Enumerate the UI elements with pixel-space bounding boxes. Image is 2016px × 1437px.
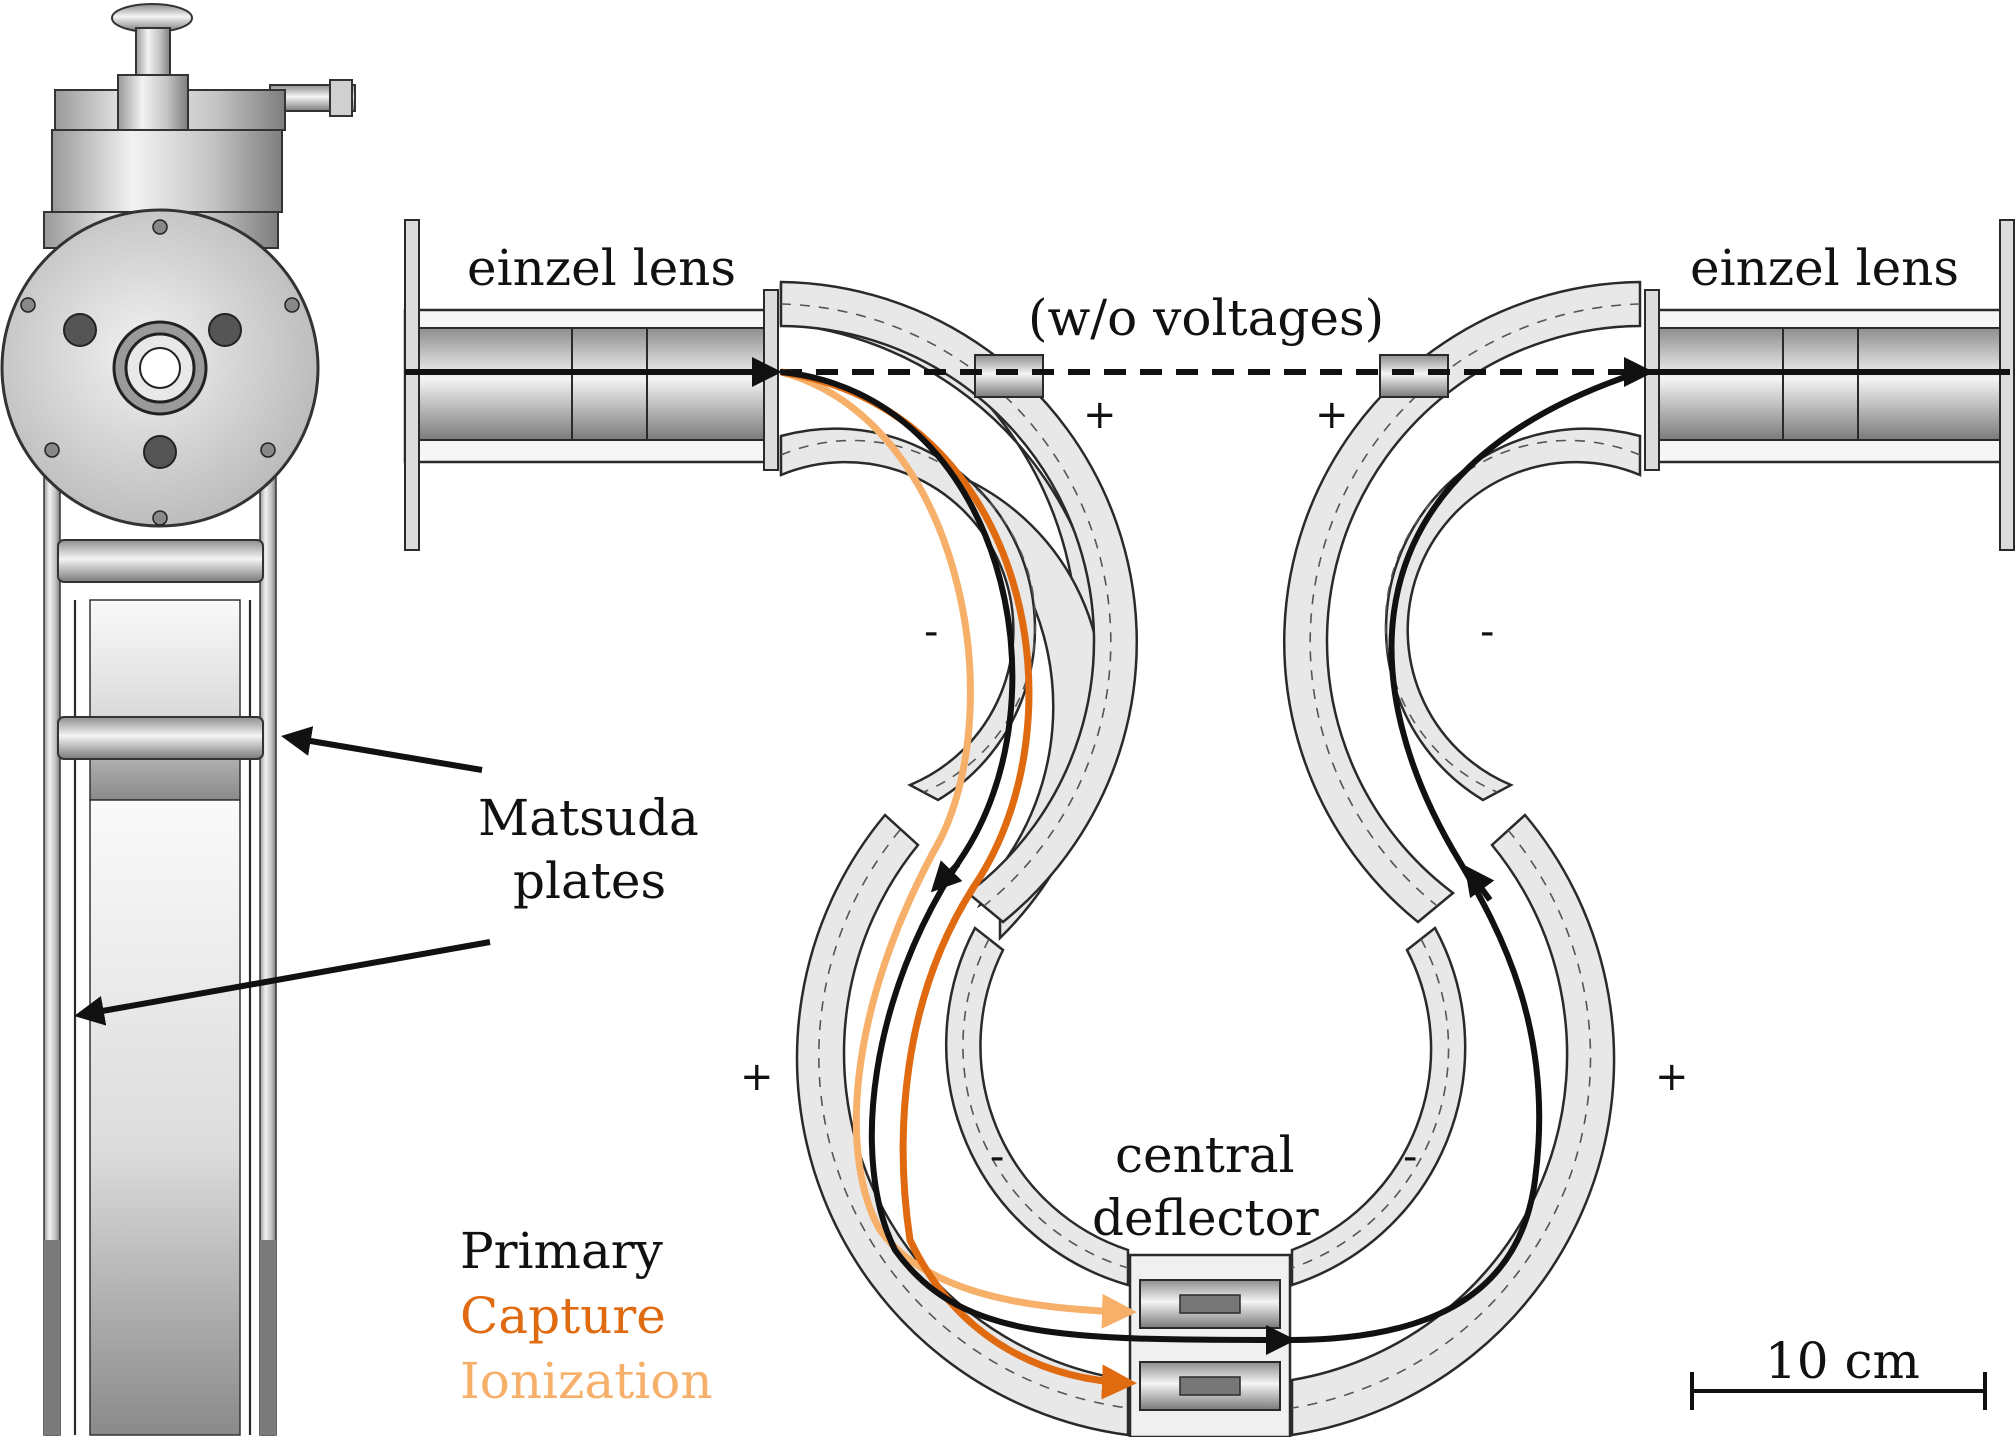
flange-screw-6	[152, 510, 168, 526]
matsuda-plate-lower	[89, 799, 241, 1436]
capture-trajectory	[780, 368, 1137, 1400]
scale-bar	[1690, 1372, 1987, 1410]
polarity-top-right: +	[1315, 392, 1349, 438]
primary-arrow-mid-right	[1464, 865, 1495, 902]
primary-arrow-mid-left	[930, 860, 963, 893]
deflector-plates	[779, 280, 1642, 1437]
flange-screw-5	[260, 442, 276, 458]
frame-bottom-left	[44, 1240, 60, 1435]
plate-ll-inner-arc	[944, 926, 1130, 1287]
polarity-lower-right: +	[1655, 1054, 1689, 1100]
unpowered-electrode-left	[974, 354, 1044, 398]
matsuda-label-line2: plates	[513, 852, 666, 910]
plate-ul-inner-arc	[779, 427, 1037, 802]
legend: Primary Capture Ionization	[460, 1222, 713, 1410]
einzel-lens-label-left: einzel lens	[467, 239, 736, 297]
flange-screw-1	[152, 219, 168, 235]
polarity-bottom-left-minus: -	[990, 1134, 1004, 1180]
housing-cylinder	[51, 129, 283, 213]
polarity-bottom-right-minus: -	[1403, 1134, 1417, 1180]
flange-bolt-3	[143, 435, 177, 469]
polarity-lower-left: +	[740, 1054, 774, 1100]
side-view-assembly	[0, 3, 356, 1436]
legend-capture: Capture	[460, 1287, 666, 1345]
matsuda-label-line1: Matsuda	[478, 789, 699, 847]
spacer-rod-upper	[57, 539, 264, 583]
central-deflector	[1128, 1253, 1292, 1437]
legend-ionization: Ionization	[460, 1352, 713, 1410]
without-voltages-label: (w/o voltages)	[1028, 289, 1384, 347]
frame-bottom-right	[260, 1240, 276, 1435]
flange-screw-2	[20, 297, 36, 313]
scale-bar-label: 10 cm	[1765, 1332, 1920, 1390]
beam-trajectories	[405, 357, 2010, 1400]
ionization-trajectory	[780, 368, 1137, 1329]
plate-upper-left-outer	[779, 283, 1109, 941]
einzel-lens-right	[1644, 219, 2015, 551]
central-deflector-label-line2: deflector	[1092, 1189, 1319, 1247]
polarity-right-minus: -	[1480, 609, 1494, 655]
plate-ur-inner-arc	[1384, 427, 1642, 802]
polarity-left-minus: -	[924, 609, 938, 655]
flange-bolt-1	[63, 313, 97, 347]
plate-ll-outer-arc	[795, 813, 1130, 1437]
einzel-lens-left	[403, 219, 779, 551]
knob-stem	[135, 27, 171, 79]
plate-lr-outer-arc	[1290, 813, 1616, 1437]
flange-bolt-2	[208, 313, 242, 347]
plate-ur-outer-arc	[1283, 280, 1642, 924]
plate-lr-inner-arc	[1290, 926, 1467, 1287]
beam-port-hole	[139, 347, 181, 389]
flange-screw-4	[44, 442, 60, 458]
matsuda-pointer-upper	[281, 726, 483, 773]
einzel-lens-label-right: einzel lens	[1690, 239, 1959, 297]
legend-primary: Primary	[460, 1222, 664, 1280]
primary-trajectory	[780, 369, 1641, 1344]
central-deflector-label-line1: central	[1115, 1126, 1295, 1184]
valve-side-nut	[329, 79, 353, 117]
flange-screw-3	[284, 297, 300, 313]
matsuda-pointer-lower	[74, 939, 491, 1026]
polarity-top-left: +	[1083, 392, 1117, 438]
unpowered-electrode-right	[1379, 354, 1449, 398]
spacer-rod-middle	[57, 716, 264, 760]
matsuda-plate-upper	[89, 599, 241, 801]
